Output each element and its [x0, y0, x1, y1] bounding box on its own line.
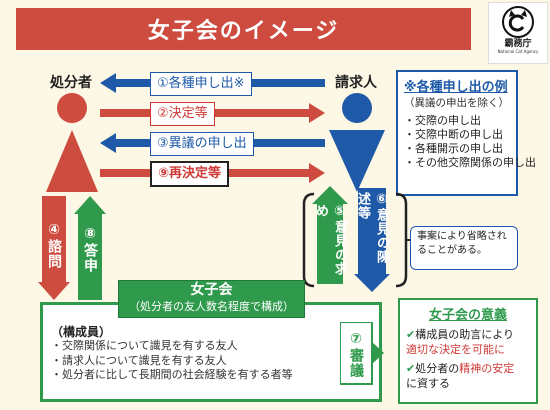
arrow-4	[38, 196, 70, 300]
member-item: ・交際関係について識見を有する友人	[51, 339, 238, 352]
committee-banner: 女子会 （処分者の友人数名程度で構成）	[118, 280, 305, 318]
meaning-text: に資する	[406, 377, 450, 390]
arrow-5	[312, 186, 348, 284]
example-item: ・交際の申し出	[404, 114, 481, 127]
meaning-box: 女子会の意義 ✔構成員の助言により 適切な決定を可能に ✔処分者の精神の安定 に…	[398, 298, 538, 404]
examples-subtitle: （異議の申出を除く）	[404, 97, 509, 109]
optional-bracket	[302, 192, 410, 288]
requester-figure-icon	[329, 93, 385, 192]
arrow-7	[340, 322, 384, 385]
examples-box: ※各種申し出の例 （異議の申出を除く） ・交際の申し出 ・交際中断の申し出 ・各…	[396, 70, 536, 196]
meaning-item-2: ✔処分者の精神の安定 に資する	[406, 361, 530, 391]
arrow-label-7: ⑦審議	[348, 330, 364, 378]
agency-logo: 霸務庁 National Cat Agency	[488, 2, 548, 64]
members-heading: （構成員）	[51, 325, 112, 339]
arrow-label-1: ①各種申し出※	[150, 72, 252, 96]
meaning-text: 処分者の	[415, 362, 460, 375]
check-icon: ✔	[406, 362, 416, 375]
arrow-label-6: ⑥意見の陳述等	[355, 192, 389, 264]
arrow-label-4: ④諮問	[46, 221, 62, 269]
arrow-label-9: ⑨再決定等	[150, 161, 230, 187]
logo-subtext: National Cat Agency	[497, 49, 539, 54]
arrow-label-2: ②決定等	[150, 102, 215, 126]
member-item: ・請求人について識見を有する友人	[51, 353, 227, 367]
arrow-6	[358, 188, 386, 274]
requester-label: 請求人	[335, 75, 377, 91]
cat-seal-icon	[502, 6, 534, 38]
logo-text: 霸務庁	[504, 39, 532, 49]
note-callout: 事案により省略されることがある。	[410, 226, 518, 270]
meaning-highlight: 適切な決定を可能に	[406, 343, 505, 356]
meaning-text: 構成員の助言により	[415, 328, 514, 341]
page-title: 女子会のイメージ	[16, 8, 471, 50]
meaning-item-1: ✔構成員の助言により 適切な決定を可能に	[406, 327, 530, 357]
left-vertical-arrows	[38, 196, 106, 300]
committee-name: 女子会	[190, 282, 233, 298]
example-item: ・交際中断の申し出	[404, 128, 503, 141]
examples-title: ※各種申し出の例	[404, 80, 508, 95]
example-item: ・その他交際関係の申し出	[404, 156, 536, 169]
meaning-highlight: 精神の安定	[459, 362, 515, 375]
example-item: ・各種開示の申し出	[404, 142, 503, 155]
committee-description: （処分者の友人数名程度で構成）	[129, 300, 294, 313]
arrow-label-3: ③異議の申し出	[150, 132, 254, 156]
check-icon: ✔	[406, 328, 416, 341]
arrow-label-8: ⑧答申	[82, 225, 98, 273]
disposer-label: 処分者	[50, 75, 92, 91]
member-item: ・処分者に比して長期間の社会経験を有する者等	[51, 368, 293, 381]
disposer-figure-icon	[46, 93, 98, 192]
arrow-8	[74, 196, 106, 300]
meaning-title: 女子会の意義	[428, 308, 507, 323]
right-vertical-arrows	[312, 186, 390, 292]
arrow-label-5: ⑤意見の求め	[313, 204, 347, 276]
committee-members-box: （構成員） ・交際関係について識見を有する友人 ・請求人について識見を有する友人…	[40, 302, 382, 402]
members-list: ・交際関係について識見を有する友人 ・請求人について識見を有する友人 ・処分者に…	[51, 339, 293, 383]
